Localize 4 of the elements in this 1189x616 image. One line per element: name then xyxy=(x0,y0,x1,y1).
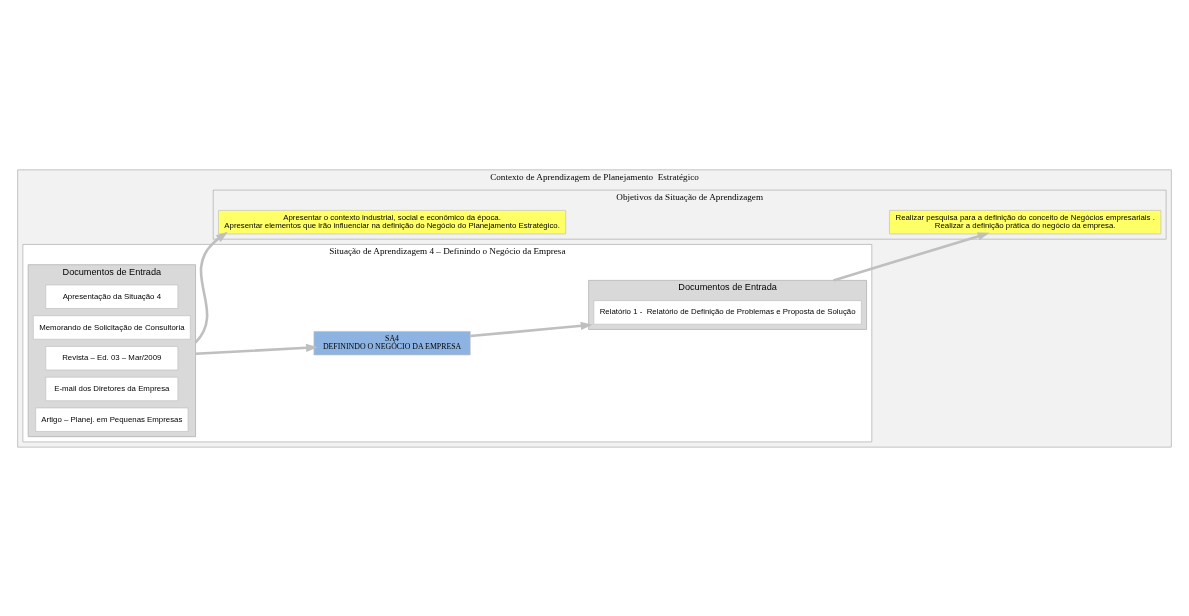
arrow xyxy=(833,231,990,282)
arrow xyxy=(195,343,318,355)
arrow xyxy=(194,231,228,343)
arrow xyxy=(470,321,593,337)
